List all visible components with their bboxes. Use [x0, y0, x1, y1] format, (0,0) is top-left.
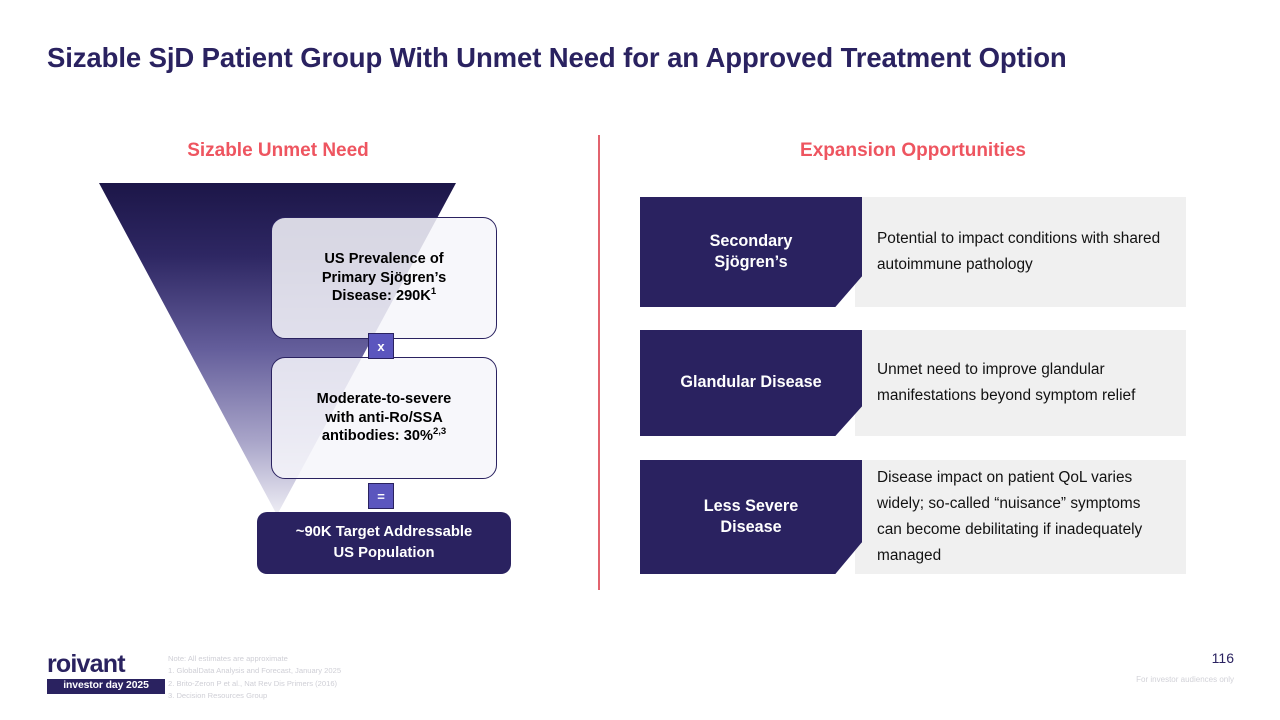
funnel-step-line-2: with anti-Ro/SSA — [325, 409, 443, 426]
logo-wordmark: roivant — [47, 650, 126, 678]
funnel-result-target-population: ~90K Target Addressable US Population — [257, 512, 511, 574]
operator-equals-badge: = — [368, 483, 394, 509]
footnote-2: 2. Brito-Zeron P et al., Nat Rev Dis Pri… — [168, 678, 338, 688]
logo-event-band: investor day 2025 — [47, 679, 165, 695]
opportunity-body: Disease impact on patient QoL varies wid… — [855, 460, 1186, 574]
opportunity-label-line-2: Sjögren’s — [714, 253, 788, 271]
audience-disclaimer: For investor audiences only — [1136, 675, 1234, 684]
funnel-step-footnote-ref: 2,3 — [432, 426, 447, 438]
opportunity-body: Unmet need to improve glandular manifest… — [855, 330, 1186, 436]
roivant-logo: roivant investor day 2025 — [47, 650, 165, 695]
opportunity-body: Potential to impact conditions with shar… — [855, 197, 1186, 307]
page-title: Sizable SjD Patient Group With Unmet Nee… — [47, 42, 1067, 73]
funnel-step-footnote-ref: 1 — [430, 286, 437, 298]
footnotes: Note: All estimates are approximate 1. G… — [168, 653, 598, 702]
funnel-step-line-3: Disease: 290K — [331, 288, 431, 305]
funnel-step-line-1: Moderate-to-severe — [316, 391, 452, 408]
footnote-1: 1. GlobalData Analysis and Forecast, Jan… — [168, 666, 342, 676]
opportunity-label-text: Secondary Sjögren’s — [710, 231, 793, 273]
opportunity-label-text: Less Severe Disease — [704, 496, 799, 538]
section-heading-unmet-need: Sizable Unmet Need — [187, 140, 369, 161]
funnel-step-line-1: US Prevalence of — [324, 251, 444, 268]
opportunity-label-line-1: Less Severe — [703, 496, 799, 515]
opportunity-label-glandular-disease: Glandular Disease — [640, 330, 862, 436]
opportunity-row: Unmet need to improve glandular manifest… — [640, 330, 1186, 436]
opportunity-label-secondary-sjogrens: Secondary Sjögren’s — [640, 197, 862, 307]
opportunity-row: Disease impact on patient QoL varies wid… — [640, 460, 1186, 574]
funnel-step-line-3: antibodies: 30% — [321, 428, 433, 445]
opportunity-label-text: Glandular Disease — [680, 372, 821, 393]
funnel-result-line-1: ~90K Target Addressable — [295, 523, 473, 540]
footnote-note: Note: All estimates are approximate — [168, 654, 288, 663]
funnel-step-moderate-severe: Moderate-to-severe with anti-Ro/SSA anti… — [271, 357, 497, 479]
vertical-divider — [598, 135, 600, 590]
opportunity-body-text: Unmet need to improve glandular manifest… — [877, 361, 1136, 404]
funnel-step-prevalence: US Prevalence of Primary Sjögren’s Disea… — [271, 217, 497, 339]
opportunity-body-text: Potential to impact conditions with shar… — [877, 230, 1161, 273]
funnel-step-moderate-severe-text: Moderate-to-severe with anti-Ro/SSA anti… — [317, 390, 452, 446]
opportunity-row: Potential to impact conditions with shar… — [640, 197, 1186, 307]
funnel-step-prevalence-text: US Prevalence of Primary Sjögren’s Disea… — [322, 250, 446, 306]
opportunity-body-text: Disease impact on patient QoL varies wid… — [877, 469, 1143, 564]
opportunity-label-line-2: Disease — [720, 518, 782, 536]
funnel-result-text: ~90K Target Addressable US Population — [296, 522, 472, 565]
section-heading-expansion-opportunities: Expansion Opportunities — [800, 140, 1026, 161]
opportunity-label-line-1: Secondary — [709, 231, 793, 250]
opportunity-label-line-1: Glandular Disease — [680, 373, 822, 392]
opportunity-label-less-severe-disease: Less Severe Disease — [640, 460, 862, 574]
funnel-step-line-2: Primary Sjögren’s — [321, 269, 447, 286]
funnel-result-line-2: US Population — [333, 545, 435, 561]
footnote-3: 3. Decision Resources Group — [168, 690, 268, 700]
page-number: 116 — [1211, 650, 1234, 666]
operator-multiply-badge: x — [368, 333, 394, 359]
